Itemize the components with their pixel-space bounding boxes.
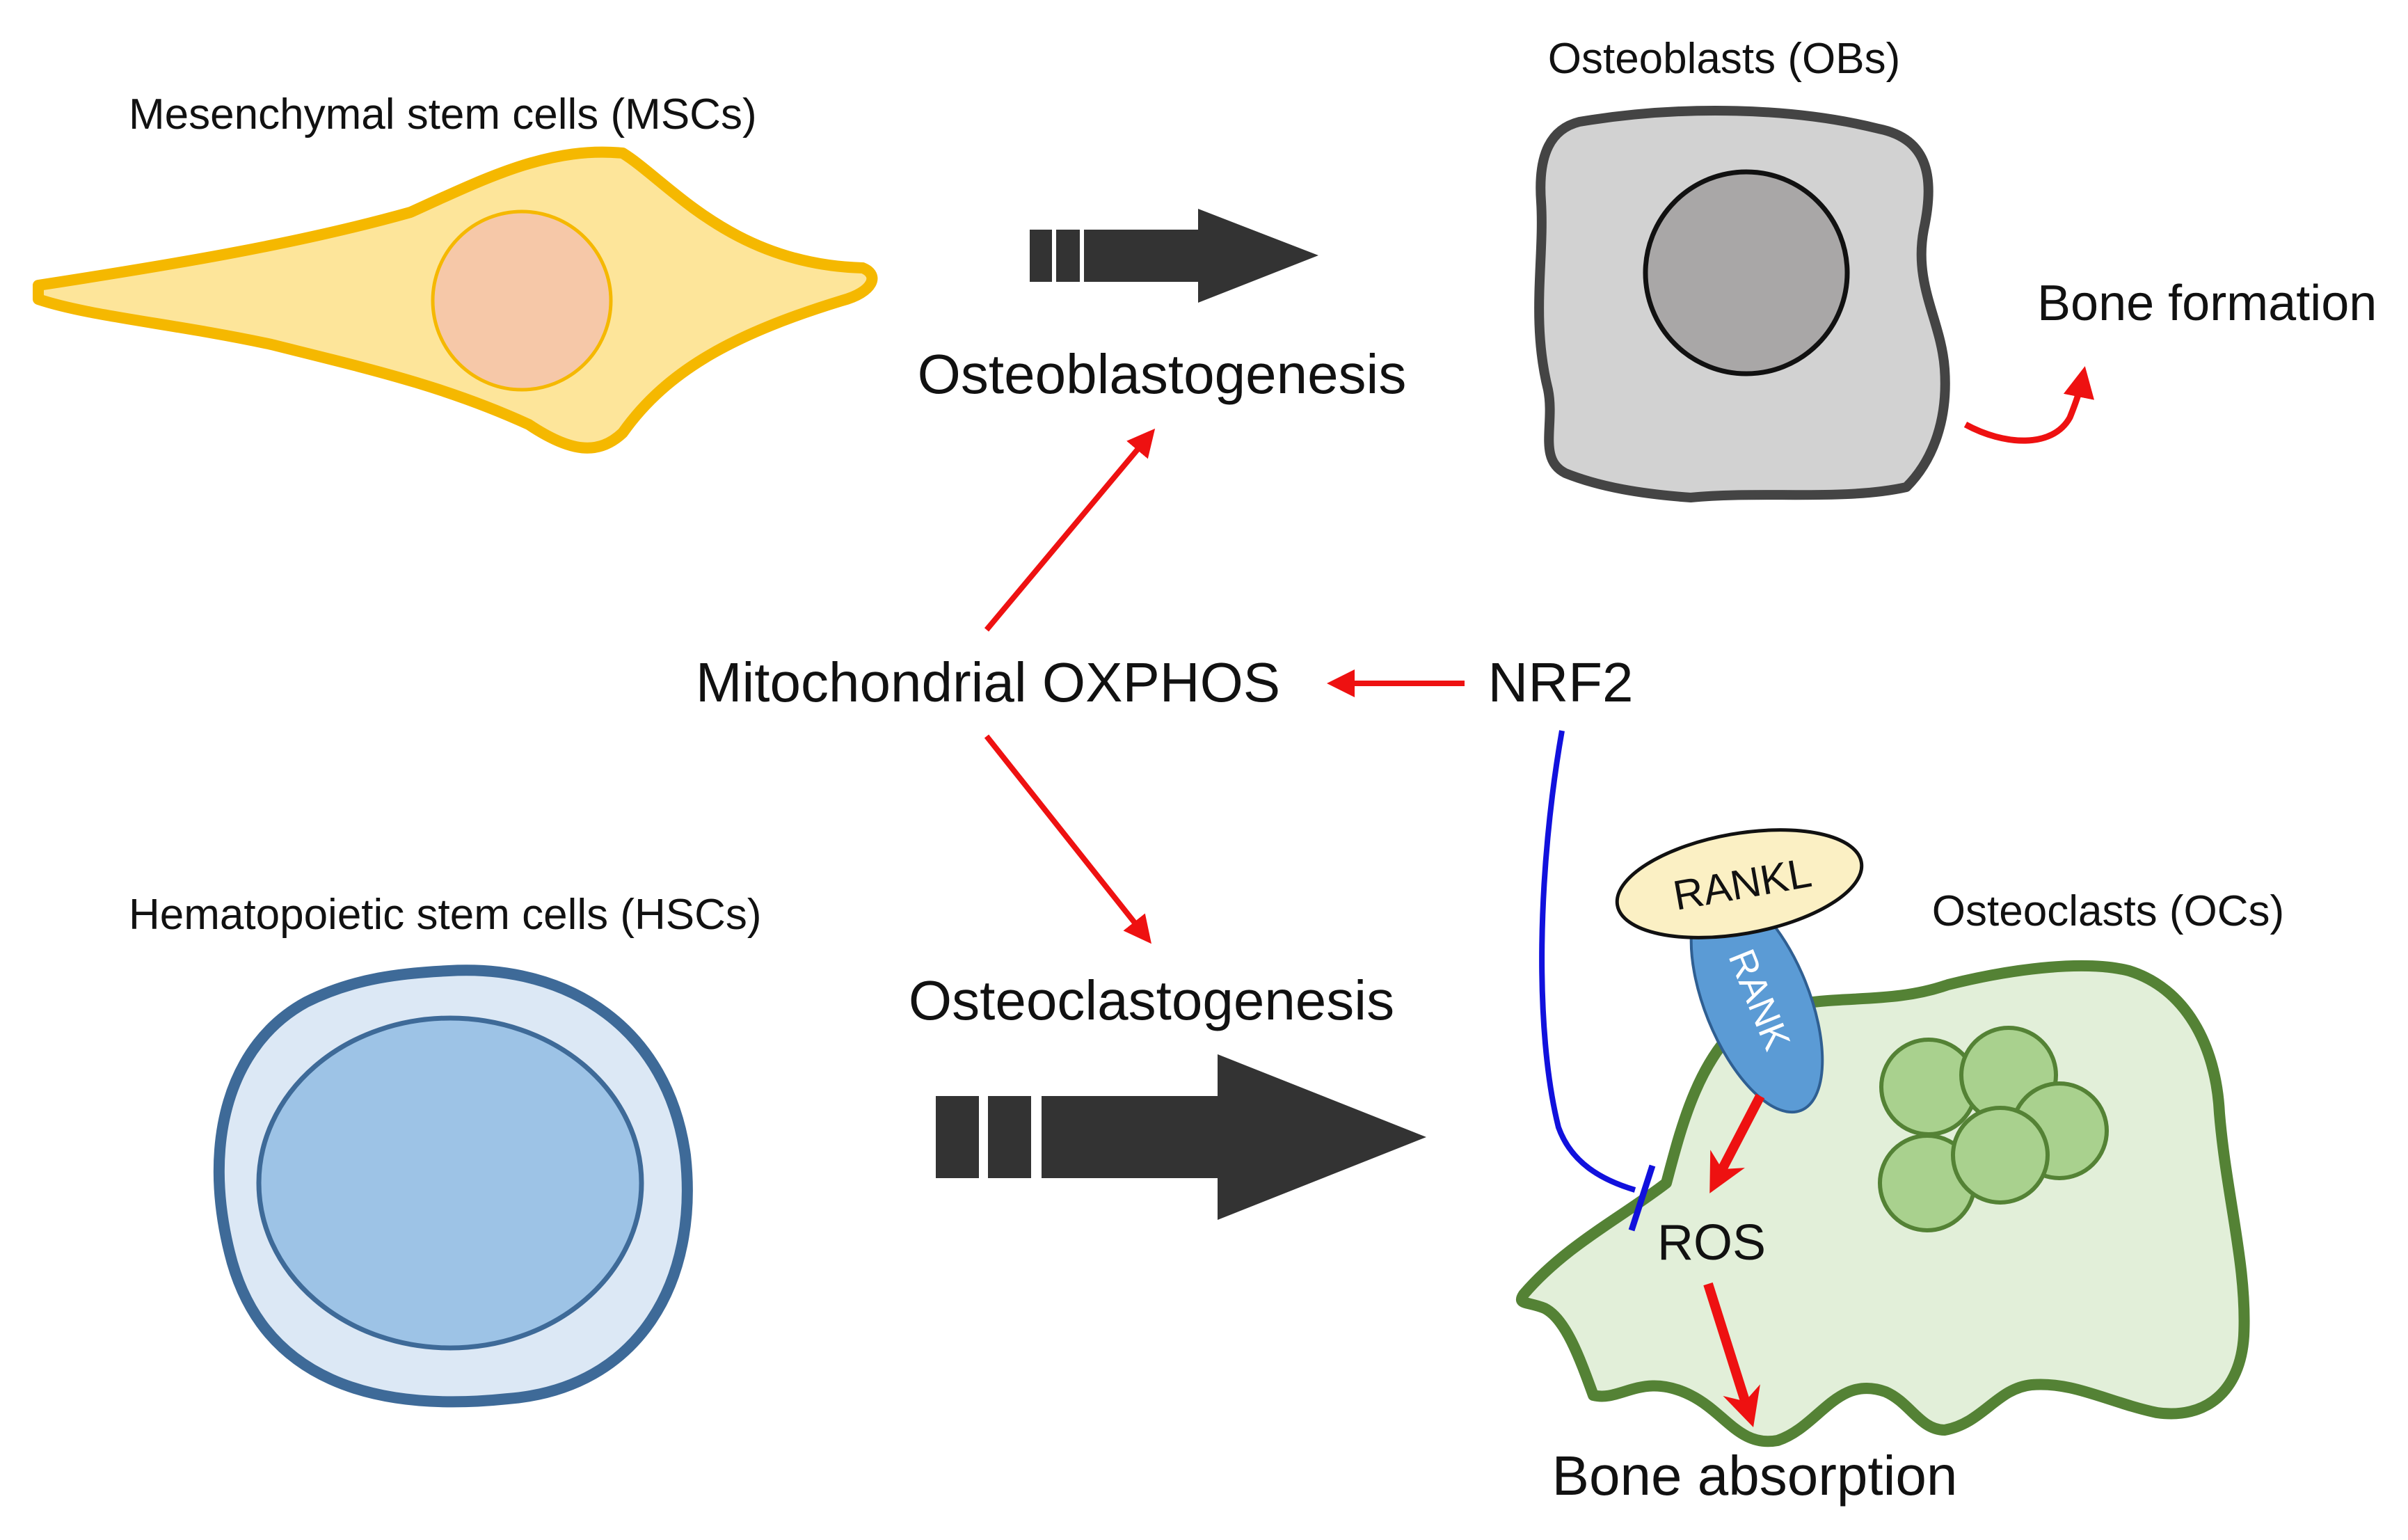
bone-absorption-label: Bone absorption xyxy=(1552,1445,1958,1507)
rank-receptor: RANK xyxy=(1689,887,1824,1114)
ros-to-bone-absorption-arrow xyxy=(1703,1282,1760,1428)
arrow-shaft-head xyxy=(1084,209,1318,303)
oc-cell xyxy=(1515,960,2250,1447)
oxphos-to-osteoblastogenesis-arrow xyxy=(984,428,1156,632)
rank-to-ros-arrow xyxy=(1709,1093,1765,1193)
ob-nucleus xyxy=(1643,169,1850,376)
ob-cell xyxy=(1534,105,1950,502)
msc-cell xyxy=(33,146,878,454)
ob-label: Osteoblasts (OBs) xyxy=(1548,35,1900,83)
nrf2-inhibits-ros-line xyxy=(1539,730,1636,1193)
osteoblastogenesis-arrow xyxy=(1030,209,1318,303)
arrow-dash-1 xyxy=(936,1096,979,1178)
arrow-dash-1 xyxy=(1030,230,1052,282)
nrf2-label: NRF2 xyxy=(1488,651,1634,713)
hsc-cell xyxy=(213,965,693,1408)
oc-label: Osteoclasts (OCs) xyxy=(1932,887,2284,935)
bone-formation-arrow xyxy=(1963,366,2094,444)
arrow-dash-2 xyxy=(1056,230,1080,282)
osteoclastogenesis-label: Osteoclastogenesis xyxy=(909,969,1394,1031)
arrow-shaft-head xyxy=(1042,1054,1426,1220)
oxphos-label: Mitochondrial OXPHOS xyxy=(696,651,1280,713)
msc-nucleus xyxy=(431,209,613,392)
oc-vesicle xyxy=(1951,1106,2050,1205)
hsc-nucleus xyxy=(256,1015,644,1351)
osteoclastogenesis-arrow xyxy=(936,1054,1426,1220)
ros-label: ROS xyxy=(1657,1215,1766,1271)
oxphos-to-osteoclastogenesis-arrow xyxy=(984,734,1151,944)
arrow-dash-2 xyxy=(988,1096,1031,1178)
bone-formation-label: Bone formation xyxy=(2037,276,2377,331)
msc-label: Mesenchymal stem cells (MSCs) xyxy=(129,90,757,138)
hsc-label: Hematopoietic stem cells (HSCs) xyxy=(129,891,762,939)
inhibition-bar xyxy=(1628,1164,1656,1232)
rankl-ligand: RANKL xyxy=(1615,828,1864,939)
osteoblastogenesis-label: Osteoblastogenesis xyxy=(918,343,1407,405)
